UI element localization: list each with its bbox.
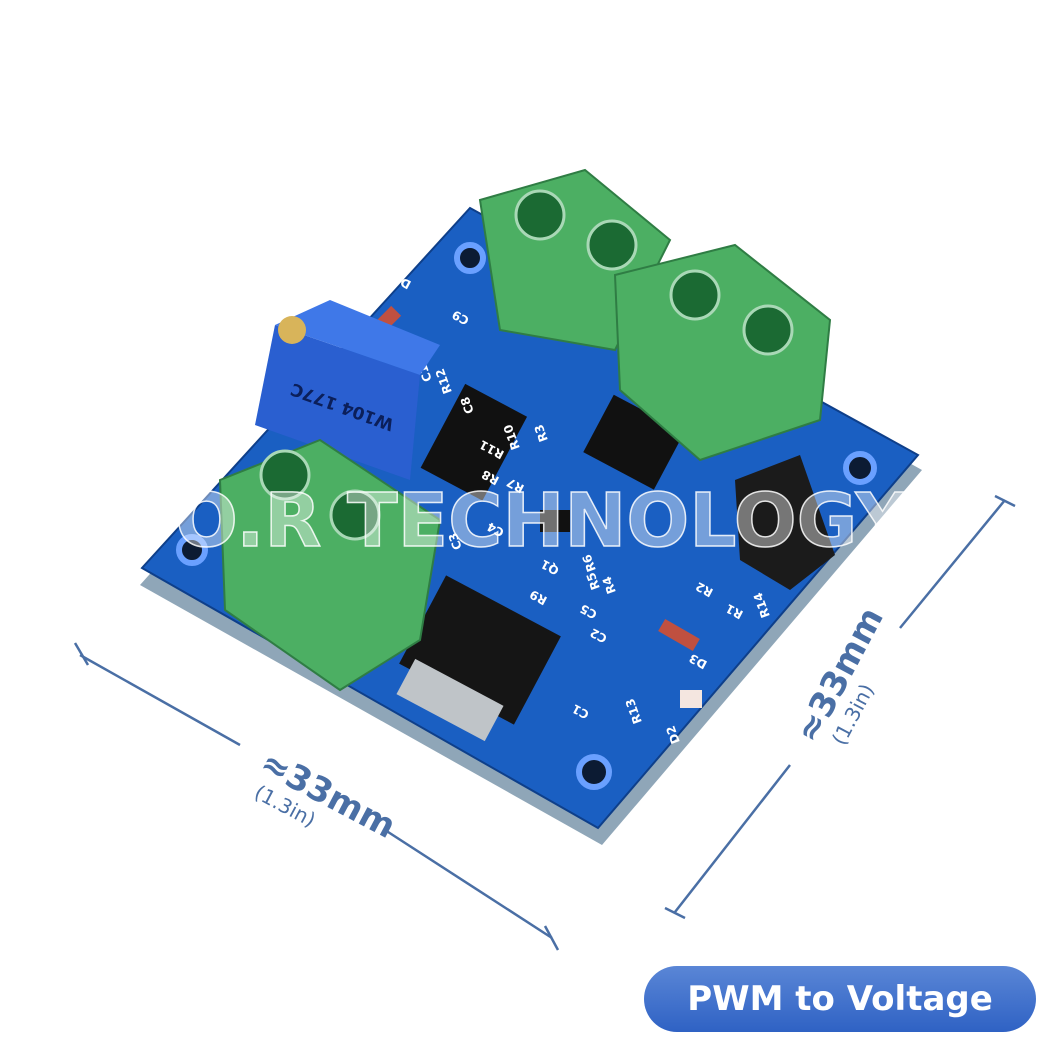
watermark: O.R TECHNOLOGY xyxy=(174,477,910,565)
terminal-screws xyxy=(259,189,794,541)
silk-r3: R3 xyxy=(532,422,551,443)
silk-c3: C3 xyxy=(446,531,465,552)
jumper-header xyxy=(735,455,835,590)
silk-r4: R4 xyxy=(600,574,619,595)
mounting-holes xyxy=(176,242,877,790)
silk-d2: D2 xyxy=(663,724,682,746)
silk-r5: R5 xyxy=(584,570,603,591)
potentiometer: W104 177C xyxy=(255,300,440,480)
silk-r6: R6 xyxy=(580,552,599,573)
dimension-lines xyxy=(73,494,1016,951)
silk-c8: C8 xyxy=(458,395,477,416)
product-label-badge: PWM to Voltage xyxy=(644,966,1036,1032)
